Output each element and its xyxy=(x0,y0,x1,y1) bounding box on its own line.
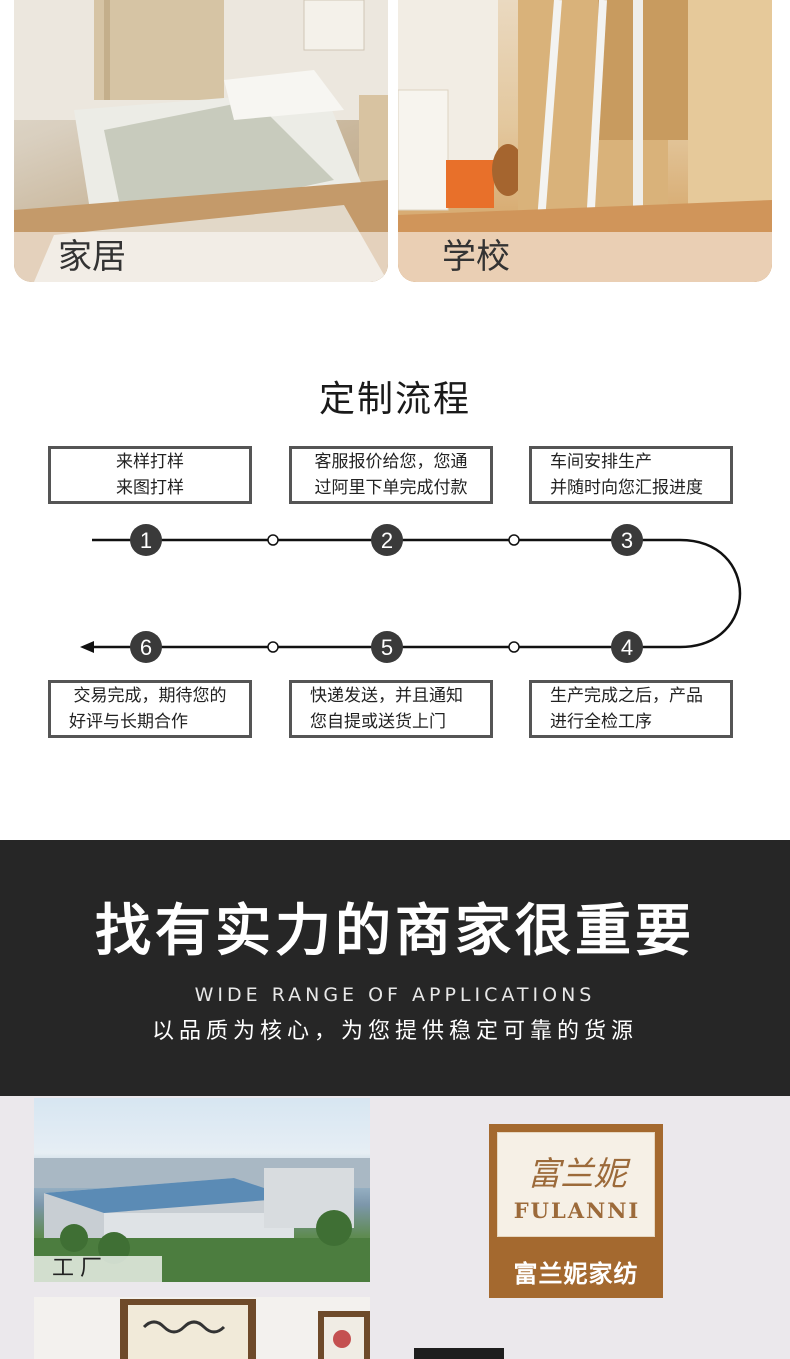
step-6-line1: 交易完成，期待您的 xyxy=(73,686,227,706)
school-label: 学校 xyxy=(398,232,772,282)
step-5-box: 快递发送，并且通知 您自提或送货上门 xyxy=(289,680,493,738)
step-4-box: 生产完成之后，产品 进行全检工序 xyxy=(529,680,733,738)
step-6-marker: 6 xyxy=(130,631,162,663)
flow-dot xyxy=(267,641,279,653)
bedroom-illustration xyxy=(14,0,388,282)
logo-panel: 富兰妮 FULANNI xyxy=(497,1132,655,1237)
step-5-line1: 快递发送，并且通知 xyxy=(310,686,463,706)
arrow-left-icon xyxy=(80,641,94,653)
brand-logo: 富兰妮 FULANNI 富兰妮家纺 xyxy=(489,1124,663,1298)
step-4-line1: 生产完成之后，产品 xyxy=(550,686,703,706)
step-2-box: 客服报价给您，您通 过阿里下单完成付款 xyxy=(289,446,493,504)
step-6-line2: 好评与长期合作 xyxy=(69,712,188,732)
banner-title: 找有实力的商家很重要 xyxy=(95,898,695,964)
step-6-number: 6 xyxy=(140,635,152,660)
office-photo xyxy=(34,1297,370,1359)
process-title: 定制流程 xyxy=(318,379,471,420)
step-6-box: 交易完成，期待您的 好评与长期合作 xyxy=(48,680,252,738)
step-3-line1: 车间安排生产 xyxy=(550,452,652,472)
step-2-line1: 客服报价给您，您通 xyxy=(314,452,468,472)
step-1-box: 来样打样 来图打样 xyxy=(48,446,252,504)
step-1-line1: 来样打样 xyxy=(116,452,184,472)
home-photo: 家居 xyxy=(14,0,388,282)
step-4-line2: 进行全检工序 xyxy=(550,712,652,732)
strength-banner xyxy=(0,840,790,1096)
logo-script-text: 富兰妮 xyxy=(527,1154,627,1193)
step-3-line2: 并随时向您汇报进度 xyxy=(550,478,703,498)
step-5-line2: 您自提或送货上门 xyxy=(310,712,446,732)
step-5-marker: 5 xyxy=(371,631,403,663)
logo-chinese-name: 富兰妮家纺 xyxy=(513,1260,639,1288)
step-2-marker: 2 xyxy=(371,524,403,556)
dark-tab xyxy=(414,1348,504,1359)
step-1-marker: 1 xyxy=(130,524,162,556)
step-1-number: 1 xyxy=(140,528,152,553)
factory-illustration xyxy=(34,1158,370,1282)
office-illustration xyxy=(120,1299,370,1359)
step-2-number: 2 xyxy=(381,528,393,553)
process-flow-line: 1 2 3 4 5 6 xyxy=(80,524,742,663)
factory-photo: 工厂 xyxy=(34,1098,370,1282)
home-label: 家居 xyxy=(14,232,388,282)
step-4-marker: 4 xyxy=(611,631,643,663)
flow-dot xyxy=(508,641,520,653)
step-3-number: 3 xyxy=(621,528,633,553)
step-5-number: 5 xyxy=(381,635,393,660)
flow-dot xyxy=(267,534,279,546)
banner-subtitle: WIDE RANGE OF APPLICATIONS xyxy=(194,984,596,1006)
flow-dot xyxy=(508,534,520,546)
step-4-number: 4 xyxy=(621,635,633,660)
step-3-marker: 3 xyxy=(611,524,643,556)
step-2-line2: 过阿里下单完成付款 xyxy=(314,478,468,498)
banner-description: 以品质为核心，为您提供稳定可靠的货源 xyxy=(151,1019,638,1044)
step-3-box: 车间安排生产 并随时向您汇报进度 xyxy=(529,446,733,504)
factory-label: 工厂 xyxy=(34,1256,162,1282)
logo-english-name: FULANNI xyxy=(513,1198,641,1223)
school-photo: 学校 xyxy=(398,0,772,282)
step-1-line2: 来图打样 xyxy=(116,478,184,498)
